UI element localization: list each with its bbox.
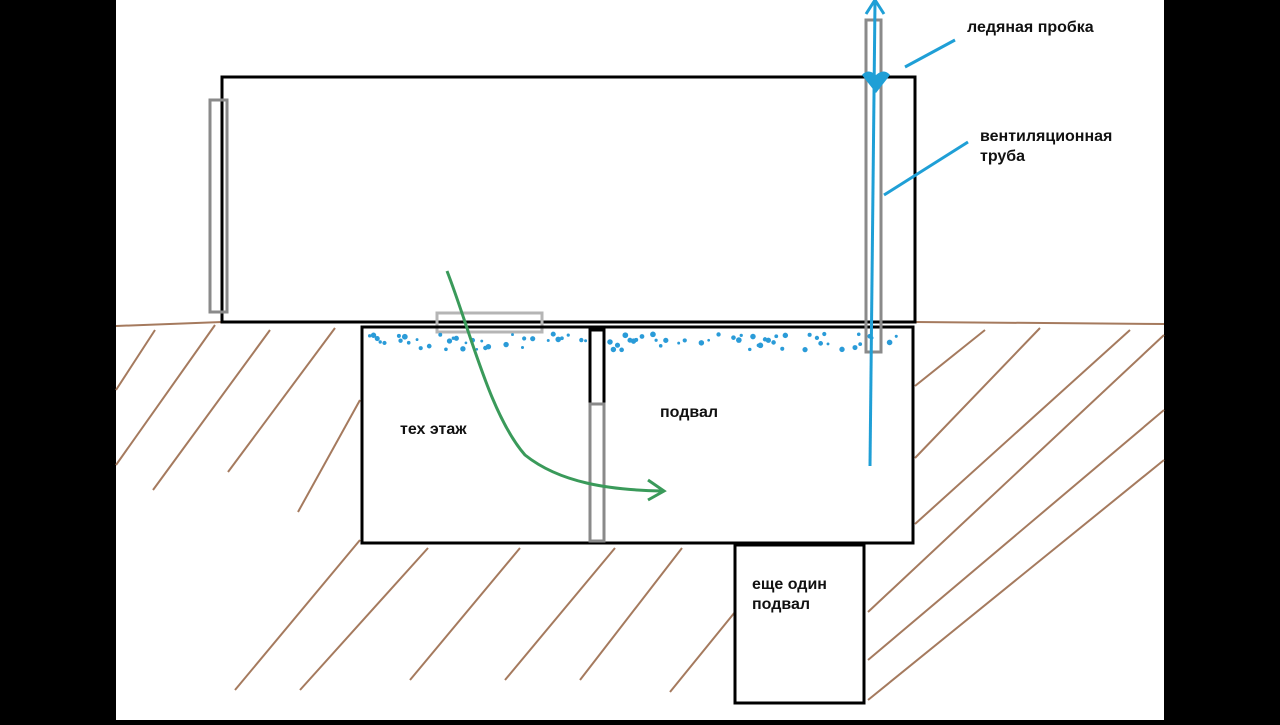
frost-dot: [771, 340, 776, 345]
ice-plug-pointer: [904, 38, 956, 69]
frost-dot: [566, 333, 570, 337]
frost-dot: [782, 332, 789, 339]
another-basement-label: еще один подвал: [752, 575, 827, 615]
vent-pipe-label-line1: вентиляционная: [980, 128, 1113, 145]
frost-dot: [634, 337, 639, 342]
frost-dot: [658, 344, 663, 348]
frost-dot: [639, 334, 645, 339]
frost-dot: [822, 331, 827, 337]
frost-dot: [560, 336, 564, 341]
frost-dot: [748, 347, 752, 352]
frost-dot: [802, 347, 808, 353]
frost-dot: [370, 332, 377, 338]
frost-dot: [814, 335, 820, 341]
frost-dot: [739, 333, 743, 338]
frost-dot: [444, 347, 448, 352]
partition-door: [588, 402, 606, 543]
frost-dot: [415, 338, 419, 342]
airflow-arrow-head: [647, 478, 667, 502]
frost-dot: [858, 342, 863, 346]
frost-dot: [757, 342, 764, 349]
frost-dot: [750, 333, 756, 340]
vent-pipe-label: вентиляционная труба: [980, 127, 1112, 167]
frost-dot: [839, 346, 845, 353]
frost-dot: [614, 342, 621, 348]
frost-dot: [765, 337, 771, 343]
frost-dot: [716, 332, 721, 337]
frost-dot: [774, 334, 779, 339]
house-outline: [220, 75, 917, 324]
frost-dot: [426, 343, 432, 349]
underground-outline: [360, 325, 915, 545]
drawing-area: [116, 0, 1164, 720]
frost-dot: [550, 331, 556, 337]
frost-dot: [396, 333, 401, 338]
ice-plug-label: ледяная пробка: [967, 19, 1094, 36]
ice-plug-mark: [862, 71, 890, 93]
airflow-arrow: [445, 270, 663, 493]
frost-dot: [522, 336, 527, 341]
frost-dot: [546, 338, 550, 342]
frost-dot: [826, 342, 830, 346]
frost-dot: [622, 332, 629, 339]
another-basement-label-line1: еще один: [752, 576, 827, 593]
floor-hatch: [435, 311, 544, 334]
vent-pipe-pointer: [883, 140, 969, 197]
frost-dot: [579, 337, 584, 343]
vent-pipe-label-line2: труба: [980, 148, 1026, 165]
frost-dot: [698, 340, 705, 346]
another-basement-outline: [733, 543, 866, 705]
frost-dot: [818, 341, 824, 346]
frost-dots: [367, 331, 898, 353]
frost-dot: [475, 347, 479, 351]
frost-dot: [650, 331, 656, 338]
frost-dot: [607, 339, 613, 345]
frost-dot: [480, 339, 484, 343]
frost-dot: [610, 346, 617, 353]
frost-dot: [530, 336, 536, 342]
frost-dot: [401, 333, 408, 340]
frost-dot: [654, 338, 658, 342]
frost-dot: [438, 332, 443, 337]
frost-dot: [446, 338, 453, 344]
frost-dot: [367, 334, 372, 338]
frost-dot: [584, 339, 588, 343]
frost-dot: [807, 332, 812, 337]
frost-dot: [503, 341, 509, 348]
frost-dot: [464, 341, 468, 345]
frost-dot: [520, 345, 525, 350]
frost-dot: [555, 336, 562, 343]
house-door: [208, 98, 229, 314]
frost-dot: [677, 341, 681, 345]
frost-dot: [707, 338, 711, 342]
frost-dot: [398, 338, 403, 343]
frost-dot: [382, 340, 387, 346]
frost-dot: [663, 337, 669, 343]
frost-dot: [856, 332, 861, 337]
frost-dot: [453, 335, 459, 341]
frost-dot: [731, 335, 736, 340]
frost-dot: [894, 334, 898, 338]
frost-dot: [736, 337, 742, 343]
vent-arrow-head: [864, 0, 886, 15]
frost-dot: [460, 346, 466, 352]
frost-dot: [619, 347, 624, 353]
frost-dot: [406, 340, 411, 345]
frost-dot: [378, 340, 382, 344]
ground-hatching: [115, 321, 1165, 701]
another-basement-label-line2: подвал: [752, 596, 811, 613]
frost-dot: [780, 346, 785, 351]
frost-dot: [511, 333, 514, 337]
frost-dot: [485, 343, 492, 350]
frost-dot: [418, 346, 423, 351]
frost-dot: [374, 336, 380, 342]
frost-dot: [682, 338, 687, 343]
basement-label: подвал: [660, 404, 719, 421]
tech-floor-label: тех этаж: [400, 421, 467, 438]
frost-dot: [886, 339, 893, 346]
frost-dot: [852, 345, 858, 351]
